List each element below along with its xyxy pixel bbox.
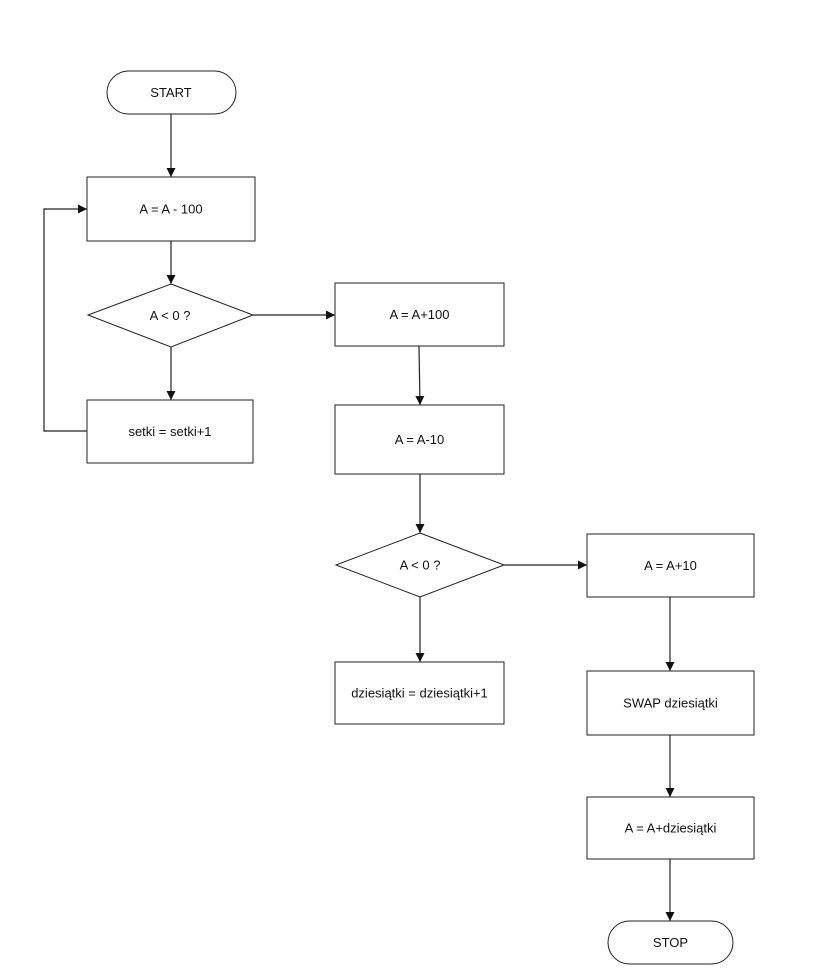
- start-terminal: START: [106, 70, 237, 115]
- decision-2-label: A < 0 ?: [400, 558, 441, 573]
- process-a-minus-10: A = A-10: [334, 404, 505, 475]
- process-a-plus-100: A = A+100: [334, 282, 505, 347]
- process-a-plus-dziesiatki: A = A+dziesiątki: [586, 796, 755, 860]
- edge-loop-back-to-sub100: [43, 204, 87, 432]
- stop-label: STOP: [653, 935, 688, 950]
- edge-add100-to-sub10: [415, 345, 425, 406]
- process-dziesiatki-increment: dziesiątki = dziesiątki+1: [334, 661, 505, 725]
- process-a-minus-100-label: A = A - 100: [139, 202, 202, 217]
- stop-terminal: STOP: [607, 920, 734, 965]
- process-a-plus-10: A = A+10: [586, 533, 755, 598]
- process-swap-dziesiatki-label: SWAP dziesiątki: [623, 696, 718, 711]
- process-a-plus-100-label: A = A+100: [389, 307, 449, 322]
- process-dziesiatki-increment-label: dziesiątki = dziesiątki+1: [351, 686, 488, 701]
- start-label: START: [150, 85, 191, 100]
- process-a-plus-10-label: A = A+10: [644, 558, 697, 573]
- decision-a-less-than-zero-2: A < 0 ?: [334, 532, 506, 598]
- process-setki-increment: setki = setki+1: [86, 399, 254, 464]
- process-swap-dziesiatki: SWAP dziesiątki: [586, 670, 755, 736]
- process-setki-increment-label: setki = setki+1: [128, 424, 211, 439]
- decision-a-less-than-zero-1: A < 0 ?: [86, 283, 255, 348]
- process-a-minus-10-label: A = A-10: [395, 432, 445, 447]
- edges: [43, 114, 675, 921]
- decision-1-label: A < 0 ?: [150, 308, 191, 323]
- process-a-plus-dziesiatki-label: A = A+dziesiątki: [625, 821, 717, 836]
- process-a-minus-100: A = A - 100: [86, 176, 256, 242]
